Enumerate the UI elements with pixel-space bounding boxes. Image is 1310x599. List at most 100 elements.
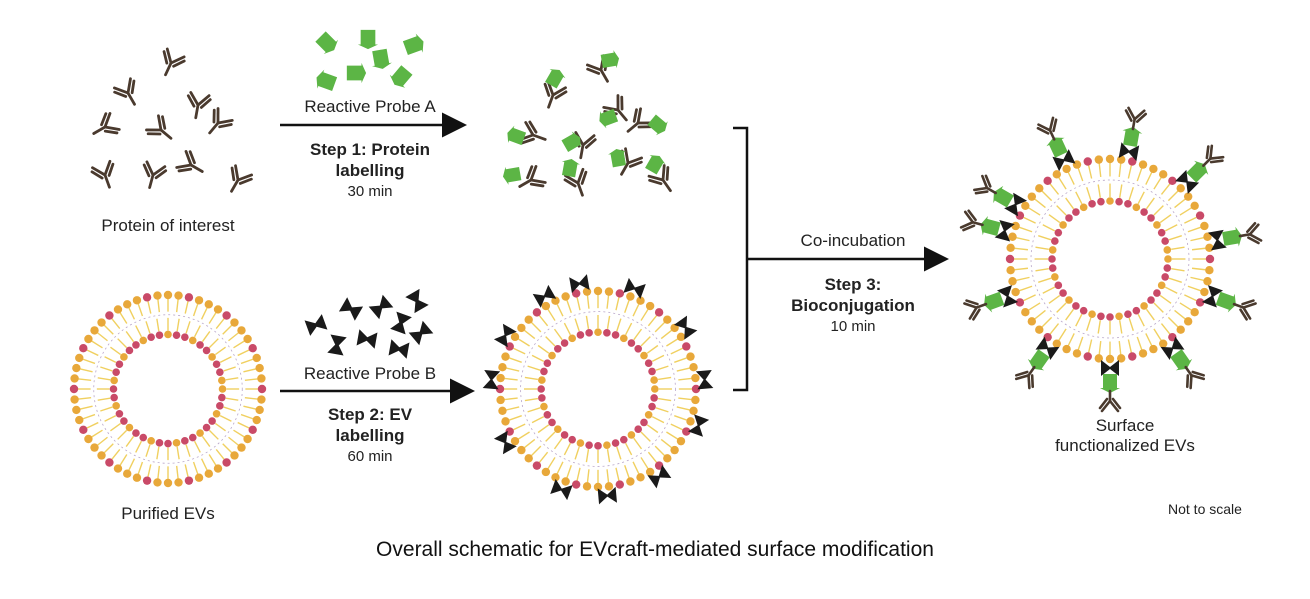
probe-b-icon bbox=[1004, 192, 1028, 217]
purified-ev bbox=[69, 290, 267, 488]
antibody-icon bbox=[963, 299, 988, 321]
probe-a-icon bbox=[993, 185, 1014, 208]
probe-a-icon bbox=[313, 68, 339, 94]
probe-b-icon bbox=[304, 314, 328, 336]
probe-b-icon bbox=[356, 329, 378, 349]
probe-b-icon bbox=[1118, 142, 1140, 162]
probe-b-icon bbox=[1201, 285, 1224, 308]
antibody-icon bbox=[1184, 365, 1206, 390]
antibody-icon bbox=[174, 148, 210, 183]
probe-b-icon bbox=[327, 334, 347, 356]
antibody-icon bbox=[1098, 389, 1122, 413]
labelled-protein bbox=[504, 119, 551, 152]
labelled-protein bbox=[619, 105, 671, 142]
labelled-protein-cluster bbox=[501, 49, 681, 201]
labelled-protein bbox=[501, 163, 548, 198]
antibody-icon bbox=[183, 90, 213, 122]
probe-b-icon bbox=[368, 294, 394, 320]
antibody-icon bbox=[1202, 144, 1225, 167]
probe-b-cluster bbox=[304, 288, 434, 359]
step3-title-line2: Bioconjugation bbox=[791, 296, 915, 315]
probe-b-icon bbox=[388, 339, 410, 359]
not-to-scale-note: Not to scale bbox=[1168, 501, 1242, 517]
antibody-icon bbox=[137, 159, 169, 192]
probe-a-icon bbox=[401, 32, 427, 58]
surface-functionalized-evs-label: Surface functionalized EVs bbox=[1055, 416, 1195, 455]
probe-a-icon bbox=[369, 48, 393, 71]
probe-b-icon bbox=[1207, 229, 1227, 251]
protein-of-interest-label: Protein of interest bbox=[101, 216, 235, 235]
probe-b-icon bbox=[1175, 169, 1200, 194]
antibody-icon bbox=[959, 209, 984, 232]
antibody-icon bbox=[1036, 116, 1058, 141]
protein-cluster bbox=[86, 46, 255, 199]
probe-a-icon bbox=[1100, 374, 1120, 393]
probe-b-icon bbox=[647, 464, 672, 489]
probe-b-icon bbox=[623, 277, 646, 300]
probe-b-icon bbox=[1160, 336, 1185, 361]
merge-bracket bbox=[733, 126, 749, 392]
labelled-protein bbox=[560, 129, 598, 162]
probe-b-icon bbox=[338, 297, 364, 321]
reactive-probe-b-label: Reactive Probe B bbox=[303, 364, 437, 383]
probe-a-icon bbox=[386, 63, 415, 92]
labelled-protein bbox=[536, 65, 569, 113]
probe-a-icon bbox=[980, 215, 1001, 236]
step2-title: Step 2: EV bbox=[327, 405, 413, 424]
probe-a-icon bbox=[1122, 127, 1143, 147]
probe-b-icon bbox=[550, 478, 573, 501]
step1-time: 30 min bbox=[347, 183, 393, 200]
probe-b-icon bbox=[1035, 336, 1060, 361]
probe-b-icon bbox=[408, 320, 434, 346]
antibody-icon bbox=[1232, 299, 1257, 321]
step2-title-line2: labelling bbox=[335, 426, 405, 445]
probe-b-icon bbox=[390, 311, 412, 335]
step3-time: 10 min bbox=[830, 318, 876, 335]
labelled-protein bbox=[584, 49, 621, 89]
probe-a-icon bbox=[1215, 291, 1236, 313]
antibody-icon bbox=[86, 110, 122, 145]
labelled-ev bbox=[482, 274, 714, 505]
antibody-icon bbox=[1014, 365, 1036, 390]
step2-time: 60 min bbox=[347, 448, 393, 465]
probe-b-icon bbox=[687, 414, 710, 437]
probe-a-icon bbox=[357, 29, 379, 50]
step1-title-line2: labelling bbox=[335, 161, 405, 180]
figure-caption: Overall schematic for EVcraft-mediated s… bbox=[376, 538, 934, 561]
probe-a-icon bbox=[1046, 137, 1068, 158]
probe-b-icon bbox=[405, 288, 429, 314]
antibody-icon bbox=[199, 105, 236, 142]
labelled-protein bbox=[559, 157, 595, 201]
probe-b-icon bbox=[994, 220, 1015, 242]
step3-title: Step 3: bbox=[824, 275, 882, 294]
probe-a-icon bbox=[313, 29, 342, 58]
labelled-protein bbox=[607, 146, 645, 182]
antibody-icon bbox=[1124, 106, 1148, 131]
probe-b-icon bbox=[1101, 360, 1119, 376]
probe-a-icon bbox=[1170, 349, 1193, 371]
antibody-icon bbox=[220, 163, 255, 199]
probe-a-cluster bbox=[313, 29, 427, 94]
probe-b-icon bbox=[1052, 149, 1076, 172]
probe-b-icon bbox=[493, 323, 517, 348]
probe-a-icon bbox=[1027, 349, 1050, 371]
probe-b-icon bbox=[493, 430, 517, 455]
co-incubation-label: Co-incubation bbox=[800, 231, 906, 250]
purified-evs-label: Purified EVs bbox=[121, 504, 215, 523]
probe-a-icon bbox=[1222, 226, 1242, 247]
probe-b-icon bbox=[532, 284, 557, 308]
antibody-icon bbox=[154, 46, 188, 81]
antibody-icon bbox=[143, 112, 180, 149]
antibody-icon bbox=[1238, 221, 1263, 245]
antibody-icon bbox=[89, 159, 122, 193]
probe-a-icon bbox=[346, 62, 367, 84]
labelled-protein bbox=[596, 92, 637, 130]
probe-b-icon bbox=[673, 315, 698, 340]
probe-b-icon bbox=[482, 370, 501, 390]
antibody-icon bbox=[973, 174, 997, 195]
probe-b-icon bbox=[569, 274, 590, 294]
probe-b-icon bbox=[996, 285, 1019, 308]
antibody-icon bbox=[111, 76, 146, 112]
